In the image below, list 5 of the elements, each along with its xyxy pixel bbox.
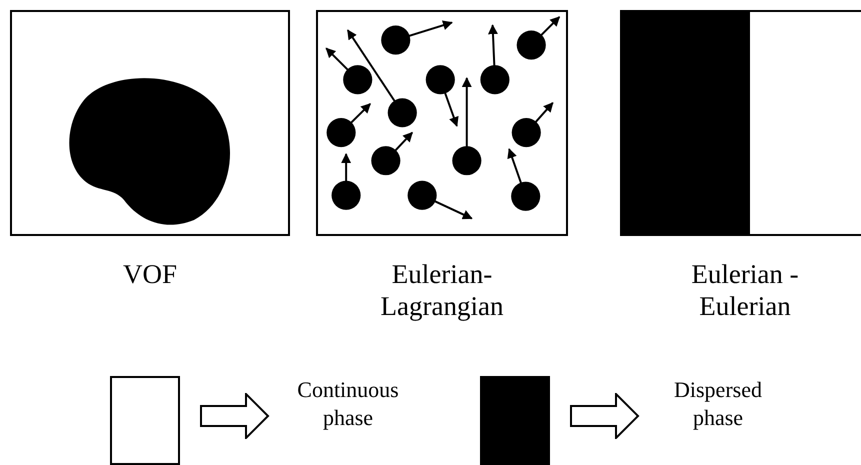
legend-label: Dispersed phase [673, 376, 763, 432]
panel-caption: Eulerian- Lagrangian [380, 258, 504, 322]
panel-caption: Eulerian - Eulerian [690, 258, 800, 322]
legend-label: Continuous phase [296, 376, 400, 432]
panel-caption: VOF [122, 258, 178, 290]
